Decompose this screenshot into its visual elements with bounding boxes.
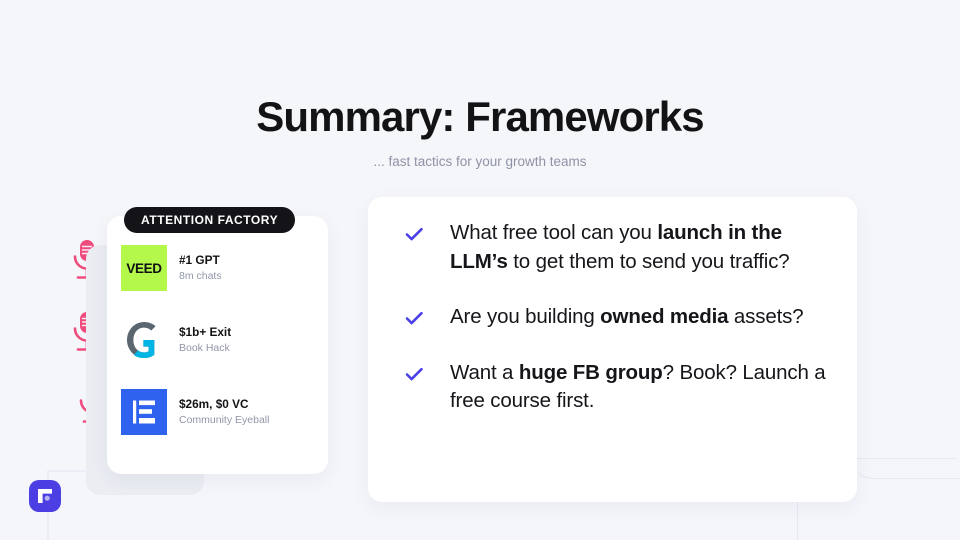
bullet-text: What free tool can you launch in the LLM… bbox=[450, 221, 790, 273]
list-item[interactable]: $1b+ Exit Book Hack bbox=[121, 317, 321, 363]
list-item-title: $26m, $0 VC bbox=[179, 397, 249, 411]
list-item-subtitle: Book Hack bbox=[179, 342, 230, 354]
list-item: What free tool can you launch in the LLM… bbox=[404, 219, 829, 276]
list-item: Are you building owned media assets? bbox=[404, 303, 829, 332]
bullet-list: What free tool can you launch in the LLM… bbox=[404, 219, 829, 416]
veed-logo: VEED bbox=[121, 245, 167, 291]
e-logo bbox=[121, 389, 167, 435]
list-item-subtitle: Community Eyeball bbox=[179, 414, 270, 426]
slide-header: Summary: Frameworks ... fast tactics for… bbox=[0, 92, 960, 171]
check-icon bbox=[405, 367, 423, 380]
list-item-subtitle: 8m chats bbox=[179, 270, 222, 282]
badge-label: ATTENTION FACTORY bbox=[141, 213, 279, 227]
list-item-title: #1 GPT bbox=[179, 253, 220, 267]
list-item-text: $1b+ Exit Book Hack bbox=[179, 325, 231, 355]
company-list: VEED #1 GPT 8m chats $1b+ Exit Book Hack bbox=[121, 245, 321, 435]
brand-logo-glyph bbox=[38, 489, 52, 503]
list-item: Want a huge FB group? Book? Launch a fre… bbox=[404, 359, 829, 416]
e-logo-glyph bbox=[133, 400, 155, 424]
frameworks-card bbox=[368, 197, 857, 502]
brand-logo-icon[interactable] bbox=[29, 480, 61, 512]
decorative-outline-shape-secondary bbox=[851, 419, 960, 479]
page-subtitle: ... fast tactics for your growth teams bbox=[373, 154, 587, 169]
check-icon bbox=[405, 227, 423, 241]
bullet-text: Are you building owned media assets? bbox=[450, 305, 804, 328]
g-logo bbox=[121, 317, 167, 363]
g-logo-glyph bbox=[127, 322, 156, 358]
list-item-title: $1b+ Exit bbox=[179, 325, 232, 339]
list-item-text: $26m, $0 VC Community Eyeball bbox=[179, 397, 269, 427]
list-item[interactable]: VEED #1 GPT 8m chats bbox=[121, 245, 321, 291]
veed-logo-text: VEED bbox=[126, 260, 162, 276]
check-icon bbox=[405, 311, 423, 325]
page-title: Summary: Frameworks bbox=[256, 93, 704, 140]
bullet-text: Want a huge FB group? Book? Launch a fre… bbox=[450, 360, 826, 413]
attention-factory-badge: ATTENTION FACTORY bbox=[124, 207, 296, 233]
list-item[interactable]: $26m, $0 VC Community Eyeball bbox=[121, 389, 321, 435]
list-item-text: #1 GPT 8m chats bbox=[179, 253, 222, 283]
